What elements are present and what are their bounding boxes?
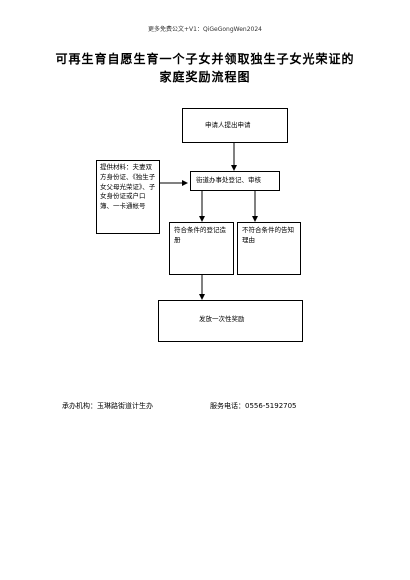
review-text: 街道办事处登记、审核 [196, 176, 261, 184]
reward-box: 发放一次性奖励 [158, 300, 303, 342]
materials-box: 提供材料：夫妻双方身份证、《独生子女父母光荣证》、子女身份证或户口簿、一卡通帐号 [96, 160, 160, 234]
reward-text: 发放一次性奖励 [199, 315, 245, 323]
apply-box: 申请人提出申请 [182, 108, 288, 143]
footer-phone: 服务电话：0556-5192705 [210, 402, 297, 410]
ineligible-box: 不符合条件的告知理由 [237, 222, 301, 275]
review-box: 街道办事处登记、审核 [190, 171, 280, 191]
header-note: 更多免费公文+V1：QiGeGongWen2024 [148, 26, 262, 33]
title-line-1: 可再生育自愿生育一个子女并领取独生子女光荣证的 [55, 52, 355, 66]
ineligible-text: 不符合条件的告知理由 [242, 226, 294, 244]
materials-text: 提供材料：夫妻双方身份证、《独生子女父母光荣证》、子女身份证或户口簿、一卡通帐号 [100, 163, 156, 210]
apply-text: 申请人提出申请 [205, 121, 251, 129]
title-line-2: 家庭奖励流程图 [159, 70, 251, 84]
footer-organizer: 承办机构：玉琳路街道计生办 [62, 402, 153, 410]
eligible-text: 符合条件的登记造册 [174, 226, 226, 244]
eligible-box: 符合条件的登记造册 [169, 222, 234, 275]
